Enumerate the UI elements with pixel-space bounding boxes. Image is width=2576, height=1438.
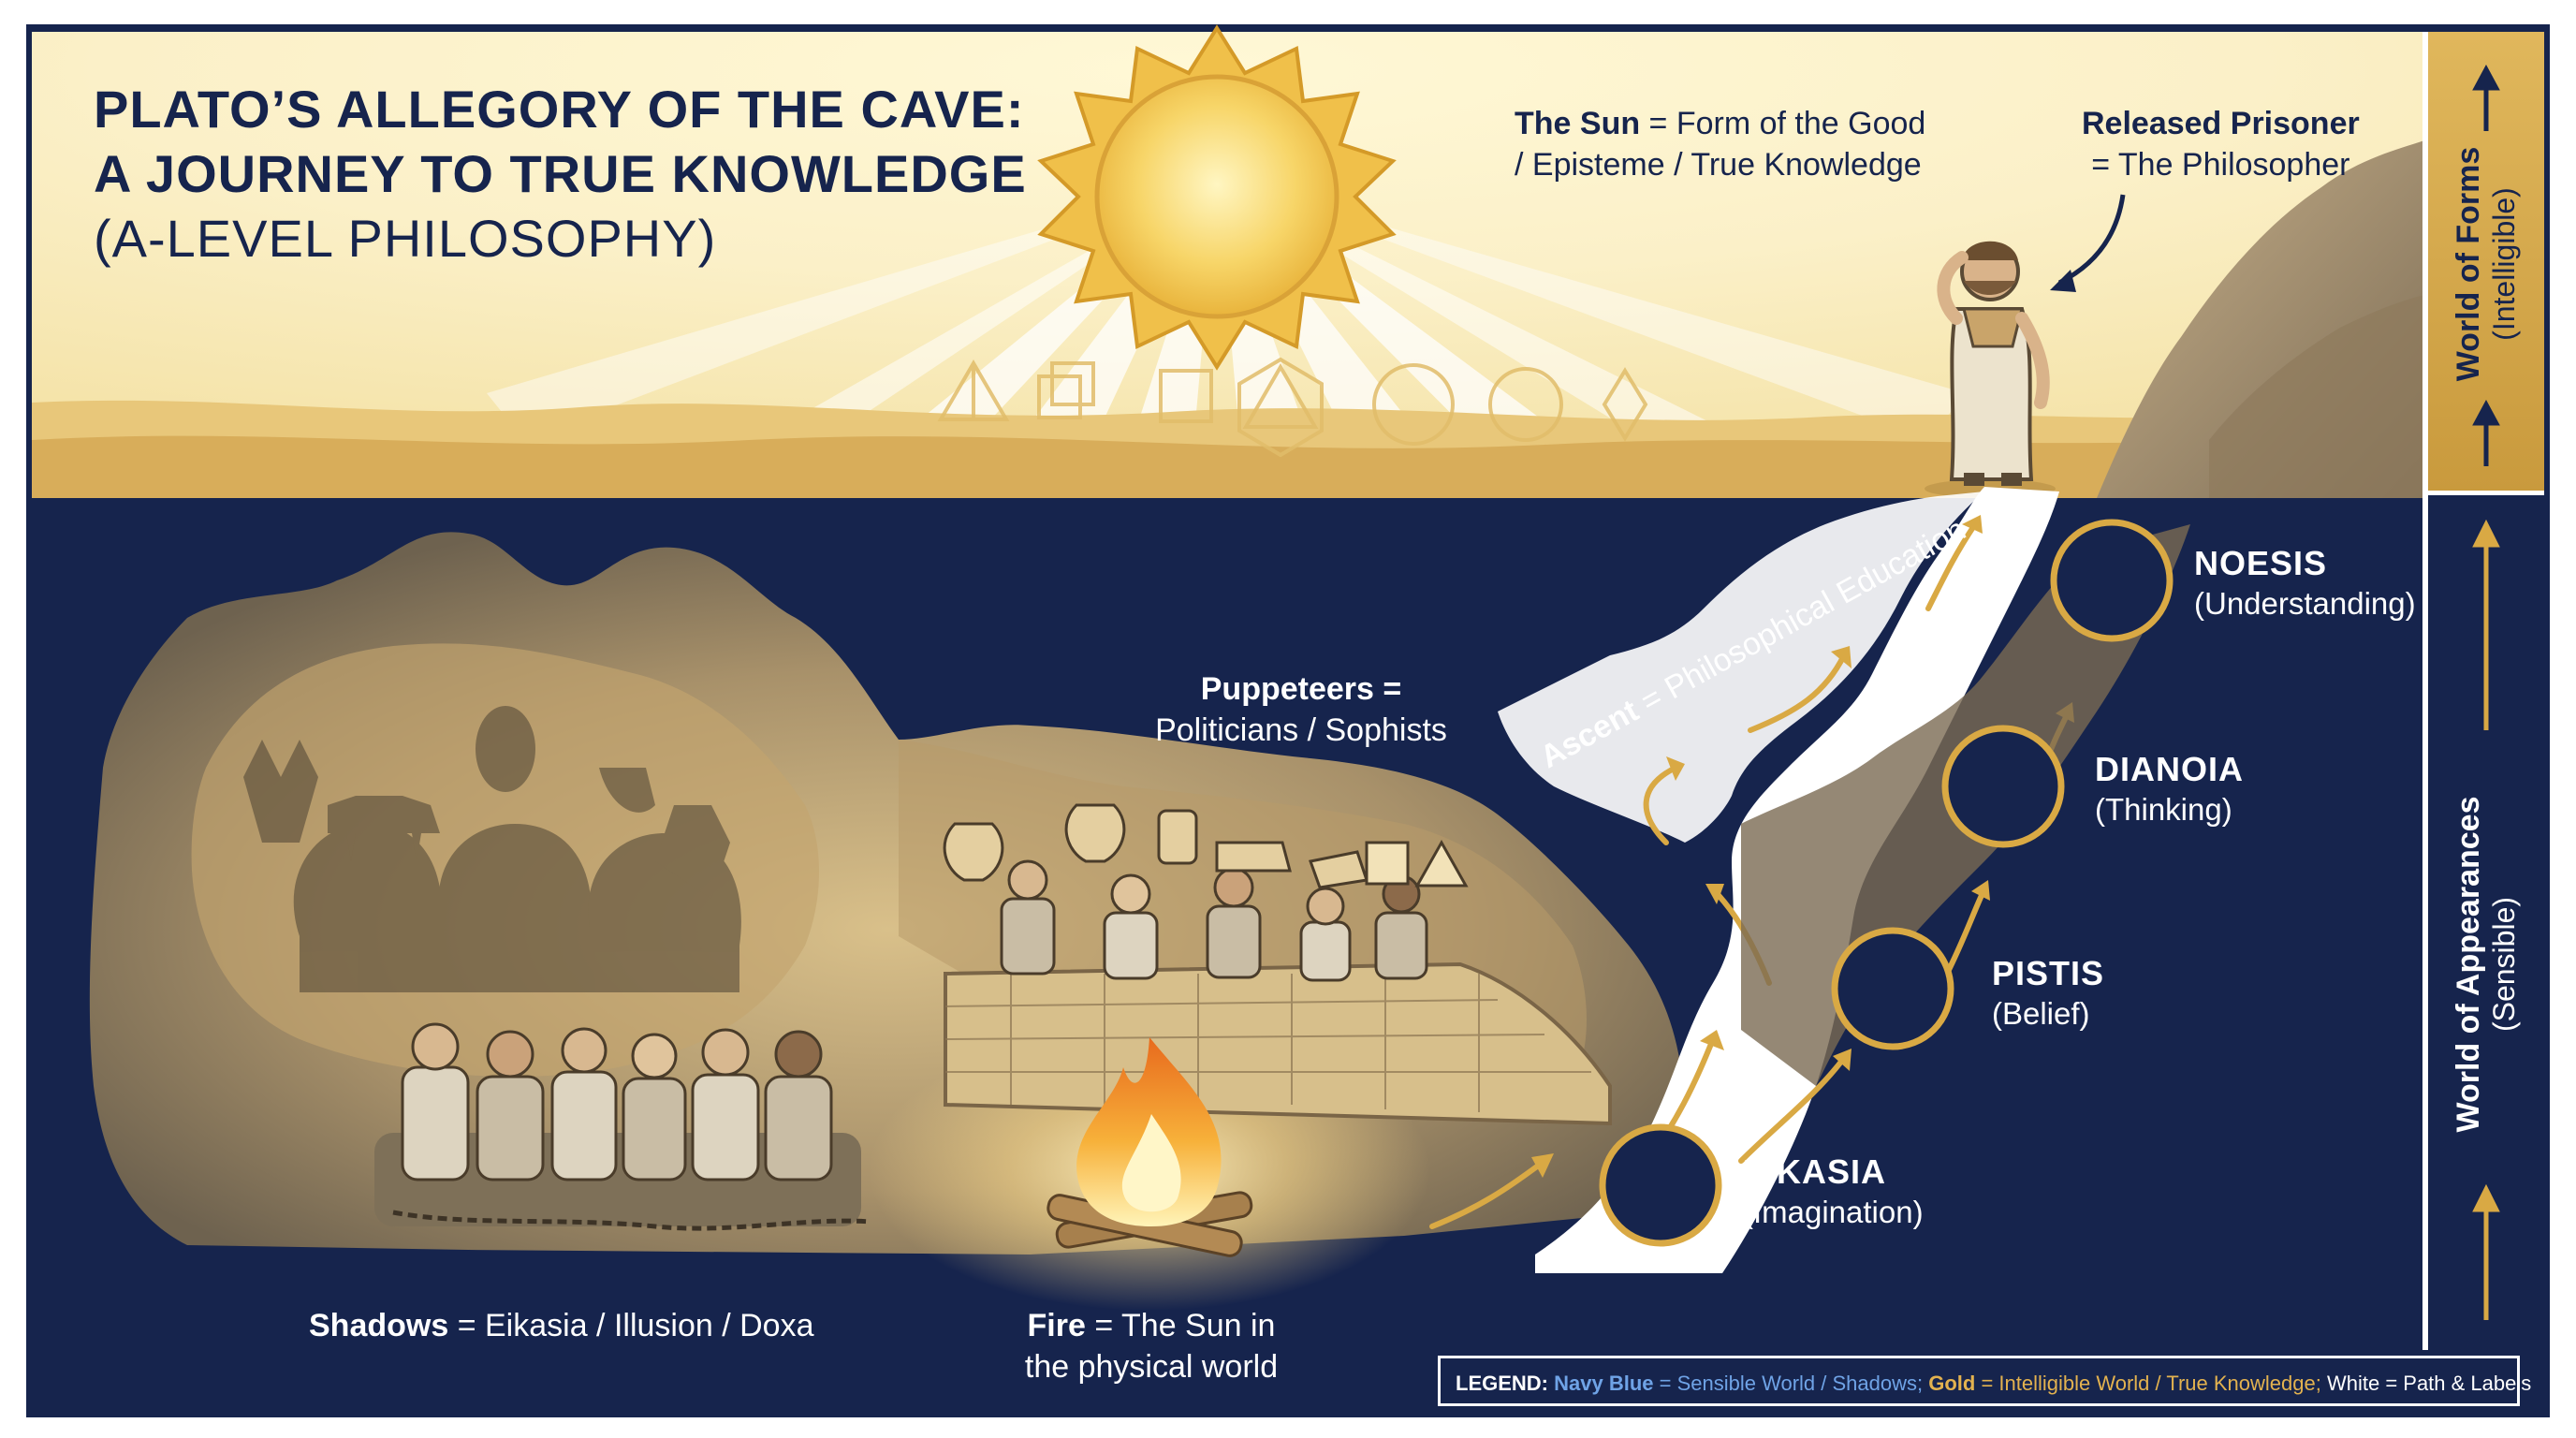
side-appearances-title: World of Appearances (2451, 796, 2486, 1133)
puppeteers-callout: Puppeteers = Politicians / Sophists (1058, 668, 1544, 751)
sun-callout-line1: = Form of the Good (1640, 106, 1926, 141)
puppeteers-figures (943, 803, 1469, 982)
side-label-forms: World of Forms (Intelligible) (2451, 147, 2522, 382)
puppeteers-callout-term: Puppeteers = (1200, 671, 1402, 707)
side-arrows-lower (2472, 519, 2500, 1320)
stage-noesis-sub: (Understanding) (2194, 586, 2416, 621)
fire-callout-term: Fire (1027, 1308, 1086, 1343)
wall-shadows (243, 706, 741, 992)
shadows-callout: Shadows = Eikasia / Illusion / Doxa (309, 1305, 814, 1346)
shadows-callout-term: Shadows (309, 1308, 449, 1343)
sun-callout-line2: / Episteme / True Knowledge (1515, 147, 1922, 183)
stage-eikasia: EIKASIA (Imagination) (1743, 1152, 1924, 1232)
legend-navy-desc: = Sensible World / Shadows; (1653, 1372, 1929, 1395)
stage-pistis: PISTIS (Belief) (1992, 953, 2104, 1034)
dunes-front (32, 435, 2228, 498)
released-prisoner-figure (1925, 241, 2056, 498)
fire-callout-line2: the physical world (1024, 1349, 1279, 1385)
stage-pistis-name: PISTIS (1992, 954, 2105, 992)
legend-navy: Navy Blue (1554, 1372, 1654, 1395)
stage-dianoia: DIANOIA (Thinking) (2095, 749, 2244, 829)
legend-label: LEGEND: (1456, 1372, 1548, 1395)
stage-noesis: NOESIS (Understanding) (2194, 543, 2416, 624)
side-label-appearances: World of Appearances (Sensible) (2451, 797, 2522, 1133)
page-title-line1: PLATO’S ALLEGORY OF THE CAVE: (94, 80, 1025, 139)
prisoner-callout-term: Released Prisoner (2082, 106, 2360, 141)
stage-eikasia-sub: (Imagination) (1743, 1195, 1924, 1229)
legend-white-desc: White = Path & Labels (2326, 1372, 2532, 1395)
page-subtitle: (A-LEVEL PHILOSOPHY) (94, 209, 717, 268)
chained-prisoners (374, 1022, 871, 1231)
fire-callout-line1: = The Sun in (1085, 1308, 1276, 1343)
fire-icon (1046, 1037, 1253, 1257)
stage-circles (1599, 519, 2174, 1247)
side-arrows (2472, 64, 2500, 466)
stage-dianoia-sub: (Thinking) (2095, 792, 2232, 827)
side-appearances-sub: (Sensible) (2487, 896, 2521, 1033)
prisoner-callout: Released Prisoner = The Philosopher (2082, 103, 2360, 185)
legend: LEGEND: Navy Blue = Sensible World / Sha… (1438, 1356, 2531, 1406)
side-forms-title: World of Forms (2451, 146, 2486, 382)
stage-eikasia-name: EIKASIA (1743, 1152, 1887, 1191)
legend-gold: Gold (1928, 1372, 1976, 1395)
legend-gold-desc: = Intelligible World / True Knowledge; (1975, 1372, 2327, 1395)
ascent-arrowheads (1531, 515, 2074, 1178)
sun-callout-term: The Sun (1515, 106, 1641, 141)
side-forms-sub: (Intelligible) (2487, 187, 2521, 341)
stage-pistis-sub: (Belief) (1992, 996, 2090, 1031)
sun-callout: The Sun = Form of the Good / Episteme / … (1515, 103, 1925, 185)
shadows-callout-rest: = Eikasia / Illusion / Doxa (448, 1308, 814, 1343)
puppeteers-callout-line2: Politicians / Sophists (1155, 712, 1447, 748)
ideal-forms (937, 357, 1648, 458)
sun-icon (1037, 24, 1397, 371)
puppeteer-wall (944, 961, 1612, 1126)
prisoner-callout-line2: = The Philosopher (2091, 147, 2350, 183)
stage-dianoia-name: DIANOIA (2095, 750, 2244, 788)
stage-noesis-name: NOESIS (2194, 544, 2328, 582)
page-title-line2: A JOURNEY TO TRUE KNOWLEDGE (94, 144, 1027, 203)
fire-callout: Fire = The Sun in the physical world (983, 1305, 1320, 1387)
